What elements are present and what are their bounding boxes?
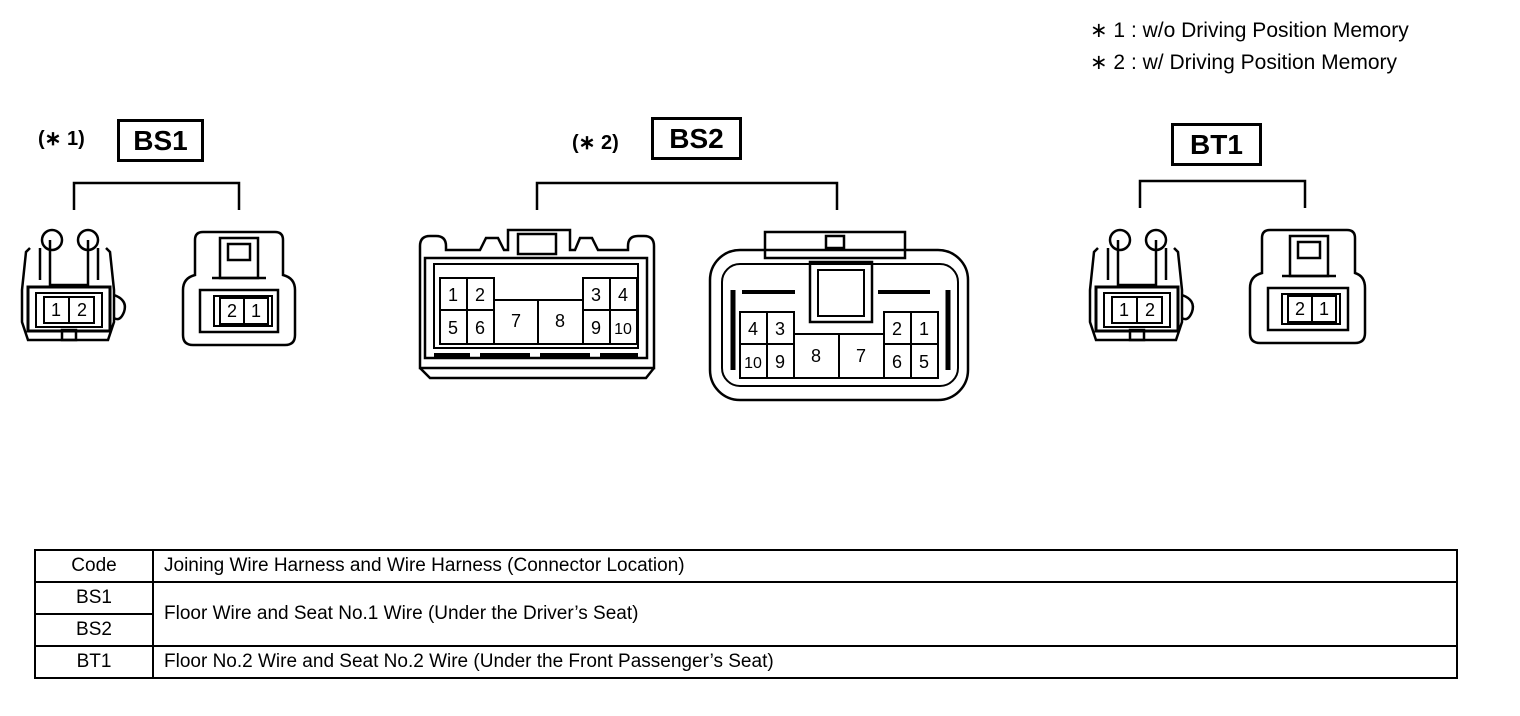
bt1-male-pin-box-2 [1136, 296, 1163, 324]
bs2-female-connector [708, 230, 970, 402]
connector-diagram: 1 2 2 1 1 2 3 4 5 6 7 8 9 10 4 3 2 1 10 … [20, 179, 1367, 402]
desc-cell: Floor Wire and Seat No.1 Wire (Under the… [152, 581, 1458, 647]
bt1-female-pin-box-2 [1311, 295, 1337, 323]
table-row: BS2 [34, 613, 1457, 647]
bs2-male-pin-label: 4 [618, 285, 628, 305]
bs2-male-pin-label: 7 [511, 311, 521, 331]
bs1-female-pin-label: 1 [251, 301, 261, 321]
bs1-male-pin-box-2 [68, 296, 95, 324]
bs2-female-pin-label: 2 [892, 319, 902, 339]
bs2-female-pin-label: 3 [775, 319, 785, 339]
bt1-male-pin-label: 1 [1119, 300, 1129, 320]
bs2-male-pin-label: 6 [475, 318, 485, 338]
bs2-female-pin-label: 1 [919, 319, 929, 339]
header-code-cell: Code [34, 549, 154, 583]
table-header-row: Code Joining Wire Harness and Wire Harne… [34, 549, 1458, 583]
bs2-female-pin-box-5 [910, 343, 939, 379]
bs1-bracket [72, 181, 241, 210]
bs2-male-pin-label: 2 [475, 285, 485, 305]
bs1-female-pin-label: 2 [227, 301, 237, 321]
bt1-bracket [1138, 179, 1307, 208]
bs2-male-pin-label: 8 [555, 311, 565, 331]
bs2-male-pin-label: 10 [614, 321, 632, 338]
bs2-code-box: BS2 [651, 117, 742, 160]
bs2-female-pin-label: 5 [919, 352, 929, 372]
bt1-male-pin-label: 2 [1145, 300, 1155, 320]
code-cell: BS2 [34, 613, 154, 647]
bs1-female-pin-box-2 [243, 297, 269, 325]
code-cell: BT1 [34, 645, 154, 679]
note-2: ∗ 2 : w/ Driving Position Memory [1090, 51, 1398, 74]
table-row: BS1 Floor Wire and Seat No.1 Wire (Under… [34, 581, 1458, 647]
bs2-male-pin-label: 5 [448, 318, 458, 338]
bs1-male-connector [20, 228, 127, 342]
bs2-male-pin-box-10 [609, 309, 638, 345]
bs1-prefix: (∗ 1) [38, 128, 85, 150]
bt1-female-connector [1248, 228, 1367, 345]
bs2-bracket [535, 181, 839, 210]
bs2-female-pin-label: 8 [811, 346, 821, 366]
bs1-male-pin-label: 1 [51, 300, 61, 320]
bs2-female-pin-label: 7 [856, 346, 866, 366]
bs2-prefix: (∗ 2) [572, 132, 619, 154]
bs2-male-pin-label: 1 [448, 285, 458, 305]
bt1-male-connector [1088, 228, 1195, 342]
connector-location-table: Code Joining Wire Harness and Wire Harne… [34, 549, 1458, 679]
note-1: ∗ 1 : w/o Driving Position Memory [1090, 19, 1409, 42]
bt1-female-pin-label: 1 [1319, 299, 1329, 319]
desc-cell: Floor No.2 Wire and Seat No.2 Wire (Unde… [152, 645, 1458, 679]
bt1-female-pin-label: 2 [1295, 299, 1305, 319]
bs2-female-pin-label: 10 [744, 355, 762, 372]
bs2-female-pin-label: 4 [748, 319, 758, 339]
table-row: BT1 Floor No.2 Wire and Seat No.2 Wire (… [34, 645, 1458, 679]
code-cell: BS1 [34, 581, 154, 615]
bs2-female-pin-label: 6 [892, 352, 902, 372]
bs2-male-pin-label: 9 [591, 318, 601, 338]
bs1-code-box: BS1 [117, 119, 204, 162]
bs1-male-pin-label: 2 [77, 300, 87, 320]
header-desc-cell: Joining Wire Harness and Wire Harness (C… [152, 549, 1458, 583]
bt1-code-box: BT1 [1171, 123, 1262, 166]
bs2-male-pin-label: 3 [591, 285, 601, 305]
bs1-female-connector [181, 230, 297, 347]
bs2-female-pin-label: 9 [775, 352, 785, 372]
